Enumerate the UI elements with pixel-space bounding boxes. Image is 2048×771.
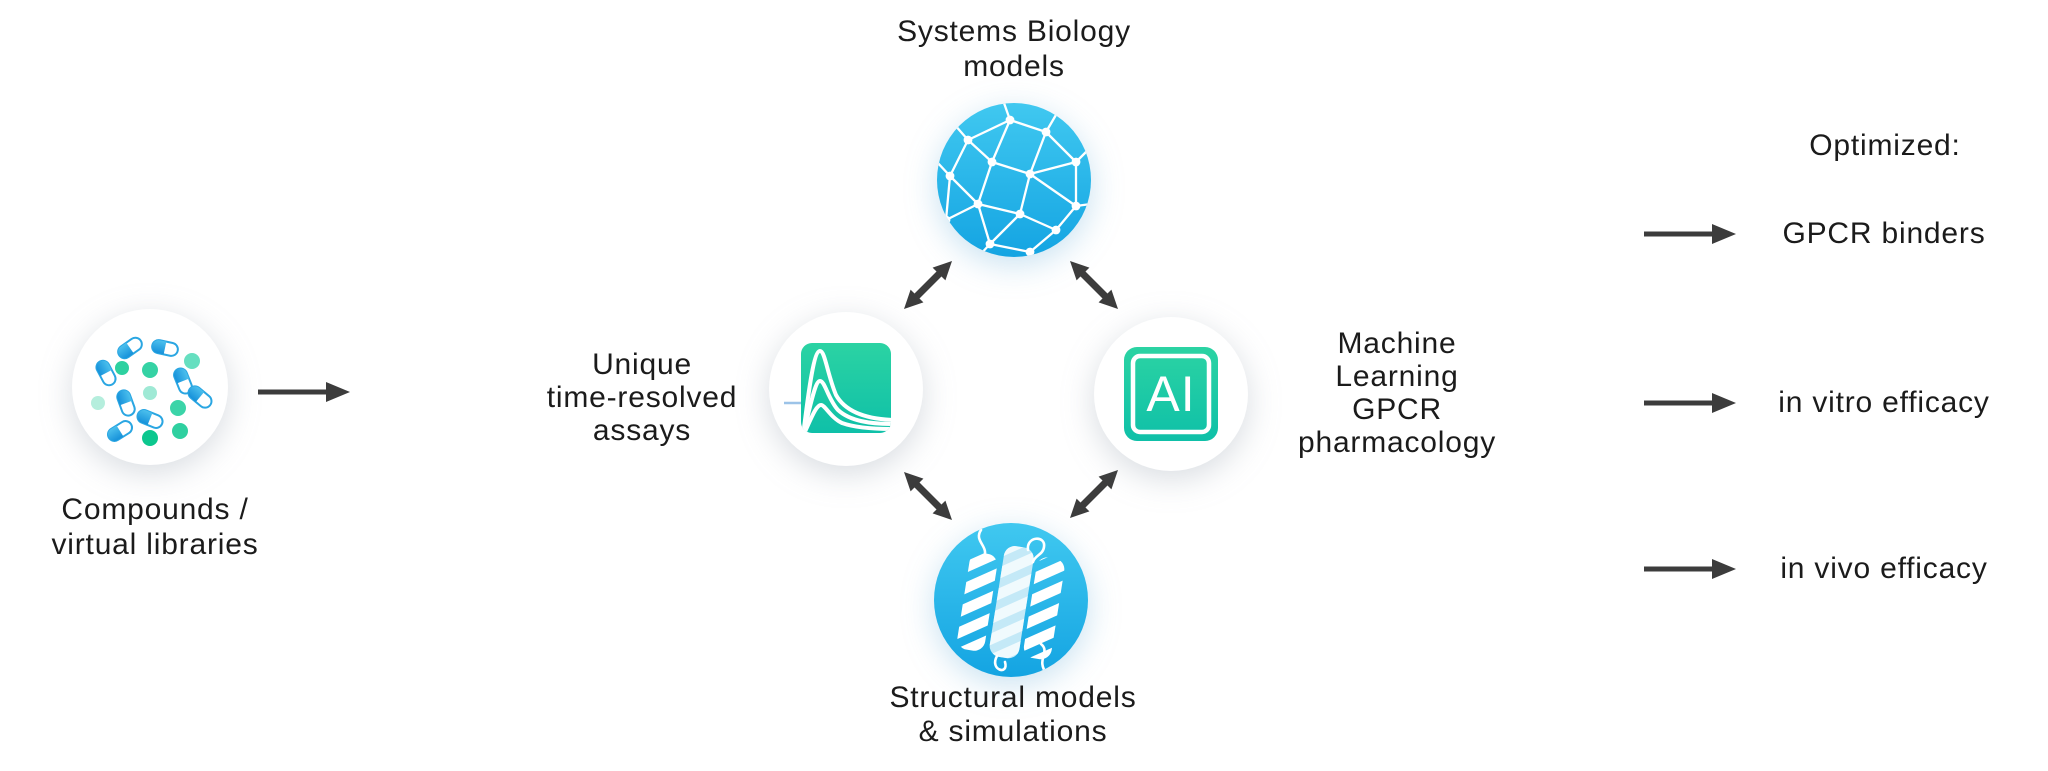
ai-icon-text: AI (1146, 366, 1195, 422)
output-item-in-vivo-efficacy: in vivo efficacy (1780, 552, 1988, 585)
double-headed-arrow-icon-top-right (1070, 261, 1118, 309)
compounds-label: Compounds / virtual libraries (51, 493, 259, 561)
network-sphere-icon (937, 103, 1091, 257)
optimized-heading: Optimized: (1809, 129, 1961, 162)
output-item-in-vitro-efficacy: in vitro efficacy (1778, 386, 1990, 419)
compound-library-icon (72, 309, 228, 465)
pill-icons (95, 336, 213, 442)
right-arrow-icon (258, 382, 350, 402)
network-nodes (941, 115, 1081, 257)
gpcr-helix-icon (934, 523, 1088, 677)
structural-models-label: Structural models & simulations (889, 681, 1137, 748)
systems-biology-label: Systems Biology models (897, 15, 1131, 83)
right-arrow-icon-in-vitro (1644, 393, 1736, 413)
helix-bundle (957, 546, 1065, 660)
assay-signal-curves (801, 348, 891, 433)
output-item-gpcr-binders: GPCR binders (1782, 217, 1986, 250)
assay-curves-icon (769, 312, 923, 466)
double-headed-arrow-icon-top-left (904, 261, 952, 309)
double-headed-arrow-icon-bottom-left (904, 472, 952, 520)
assays-label: Unique time-resolved assays (546, 348, 738, 447)
right-arrow-icon-gpcr-binders (1644, 224, 1736, 244)
double-headed-arrow-icon-bottom-right (1070, 470, 1118, 518)
ai-badge-icon: AI (1094, 317, 1248, 471)
machine-learning-label: Machine Learning GPCR pharmacology (1297, 327, 1497, 459)
right-arrow-icon-in-vivo (1644, 559, 1736, 579)
compound-dot-icons (91, 353, 200, 446)
